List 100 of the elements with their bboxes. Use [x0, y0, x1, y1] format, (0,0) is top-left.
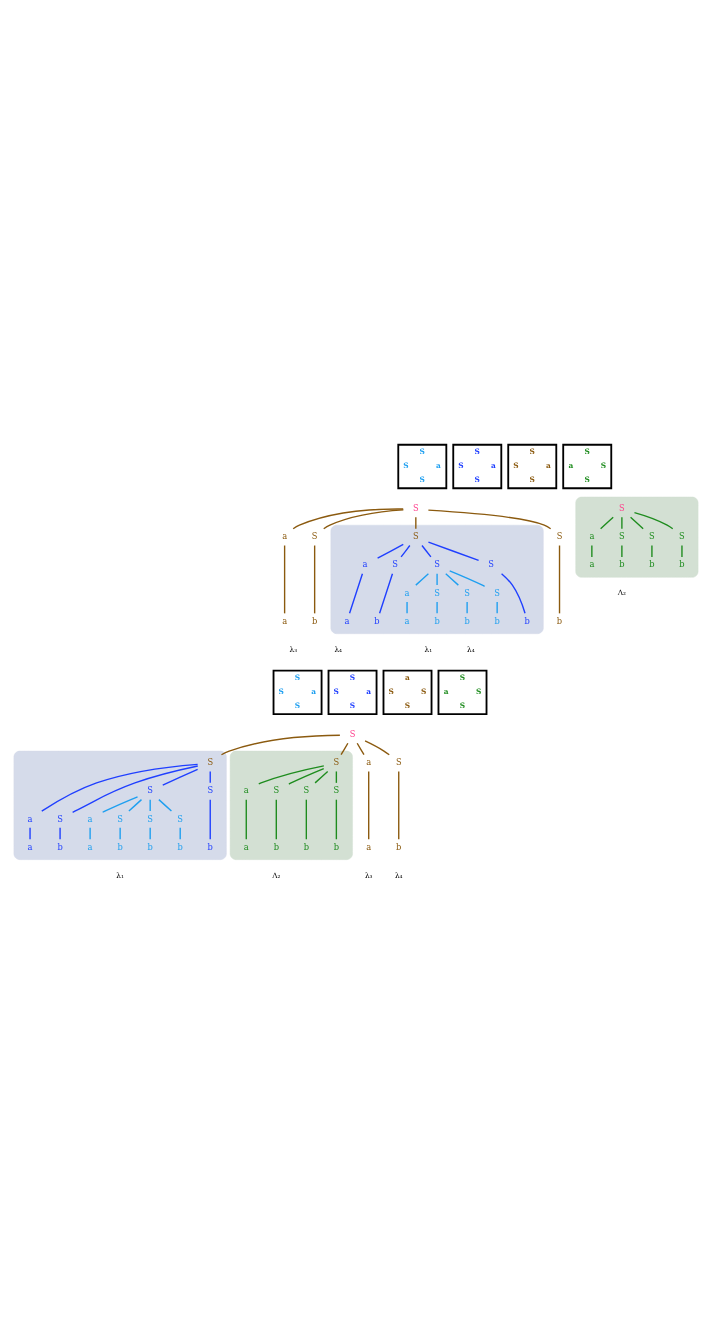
connector [323, 509, 405, 530]
connector [415, 573, 430, 586]
connector [71, 765, 199, 813]
connector [348, 573, 364, 615]
node-text: S [303, 785, 310, 796]
connector [449, 570, 486, 588]
node-text: a [404, 587, 410, 598]
connector [406, 601, 408, 614]
node-text: a [27, 813, 33, 824]
node-text: b [619, 559, 625, 570]
connector [283, 544, 286, 615]
connector [305, 799, 308, 840]
node-text: S [434, 559, 440, 570]
node-text: S [349, 728, 356, 739]
node-text: S [311, 531, 318, 542]
connector [158, 798, 173, 812]
node-text: b [147, 841, 153, 852]
node-text: S [619, 531, 625, 542]
connector [368, 770, 370, 840]
node-text: b [679, 559, 685, 570]
node-text: a [87, 813, 93, 824]
node-text: S [494, 587, 500, 598]
connector [400, 544, 411, 558]
connector [398, 770, 400, 840]
node-text: a [344, 615, 350, 626]
node-text: b [117, 841, 123, 852]
connector [496, 601, 498, 614]
connector [436, 573, 438, 586]
node-text: a [27, 841, 33, 852]
node-text: S [412, 503, 419, 514]
node-text: S [488, 559, 494, 570]
node-text: b [524, 615, 530, 626]
connector [119, 827, 121, 840]
node-text: a [87, 841, 93, 852]
cluster [13, 750, 227, 860]
node-text: S [147, 813, 154, 824]
node-text: a [404, 615, 410, 626]
node-text: a [362, 559, 368, 570]
connector [258, 765, 325, 785]
node-text: a [366, 841, 372, 852]
node-text: S [207, 757, 214, 768]
node-text: b [649, 559, 655, 570]
connector [651, 544, 653, 558]
connector [149, 798, 151, 812]
connector [89, 827, 91, 840]
node-text: S [679, 531, 685, 542]
connector [445, 573, 460, 586]
connector [591, 544, 593, 558]
connector [599, 516, 614, 530]
cluster [229, 750, 353, 860]
connector [378, 573, 394, 615]
connector [376, 543, 404, 559]
connector [621, 544, 623, 558]
node-text: S [395, 757, 402, 768]
connector [220, 734, 341, 756]
node-text: S [207, 785, 214, 796]
node-text: b [333, 841, 340, 852]
node-text: a [282, 615, 288, 626]
connector [335, 799, 338, 840]
node-text: a [589, 559, 595, 570]
connector [633, 511, 674, 530]
connector [364, 740, 390, 756]
connector [41, 763, 199, 812]
connector [427, 541, 480, 562]
node-text: a [282, 531, 288, 542]
node-text: S [147, 785, 154, 796]
node-text: b [464, 615, 470, 626]
connector [558, 544, 561, 615]
connector [629, 516, 644, 530]
connector [356, 742, 365, 756]
connector [436, 601, 438, 614]
node-text: b [556, 615, 563, 626]
cluster [330, 524, 544, 634]
connector [415, 516, 417, 530]
node-text: b [396, 841, 402, 852]
connector [500, 573, 526, 614]
node-text: S [434, 587, 440, 598]
connector [621, 516, 623, 530]
node-text: S [649, 531, 655, 542]
node-text: S [57, 813, 63, 824]
connector [128, 798, 143, 812]
connector [313, 544, 316, 615]
node-text: b [177, 841, 183, 852]
node-text: b [434, 615, 440, 626]
node-text: b [303, 841, 309, 852]
node-text: S [177, 813, 184, 824]
connector [101, 796, 139, 813]
node-text: S [117, 813, 123, 824]
node-text: S [273, 785, 280, 796]
node-text: b [374, 615, 380, 626]
connector [466, 601, 468, 614]
node-text: b [311, 615, 318, 626]
connector [29, 827, 31, 840]
node-text: b [207, 841, 213, 852]
node-text: S [412, 531, 419, 542]
node-text: b [57, 841, 63, 852]
node-text: S [464, 587, 470, 598]
node-text: a [243, 841, 249, 852]
node-text: S [333, 785, 340, 796]
connector [275, 799, 277, 840]
